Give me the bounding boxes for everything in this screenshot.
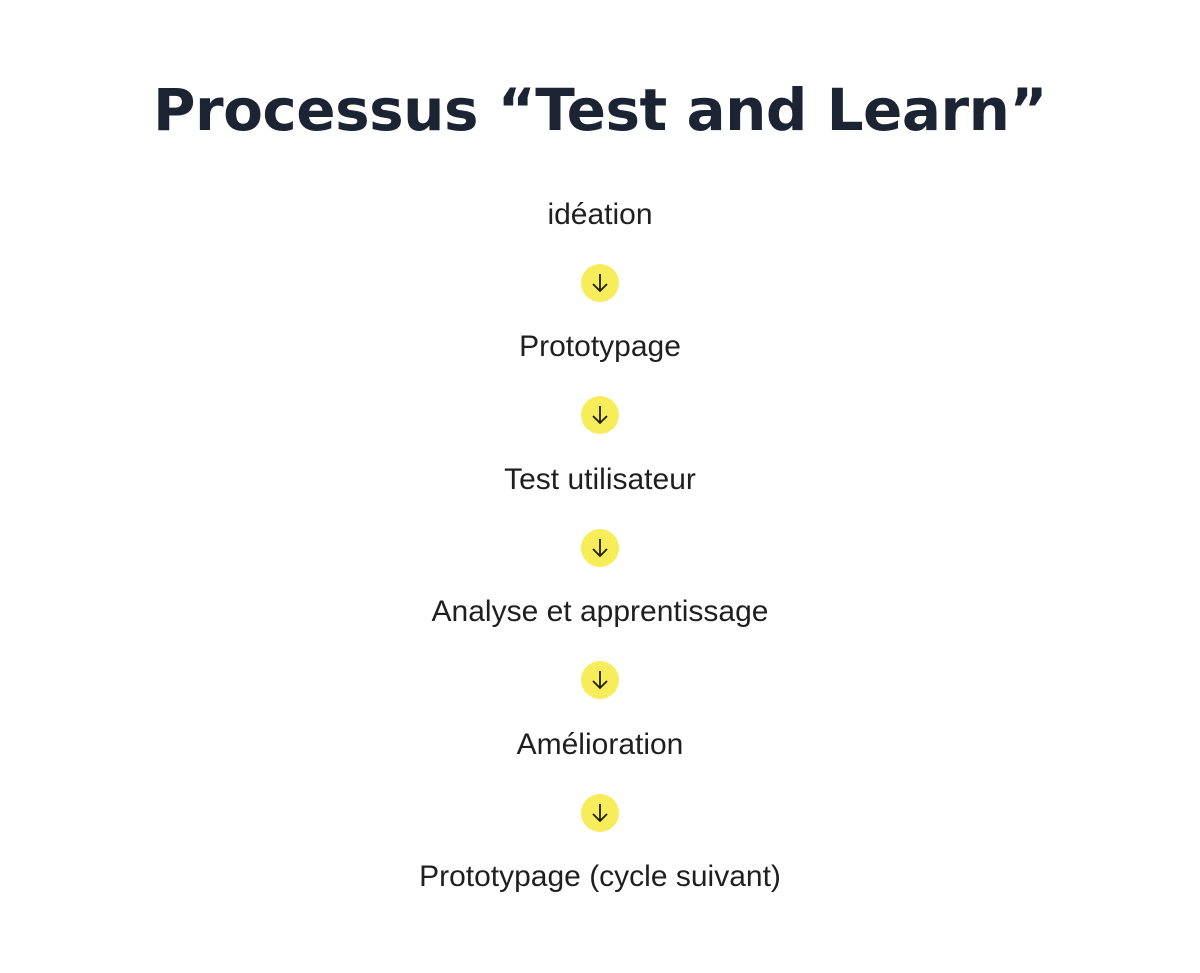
step-amelioration: Amélioration bbox=[516, 728, 684, 761]
page-title: Processus “Test and Learn” bbox=[152, 76, 1048, 144]
step-test-utilisateur: Test utilisateur bbox=[504, 463, 696, 496]
arrow-down-icon bbox=[581, 396, 619, 434]
step-ideation: idéation bbox=[547, 198, 653, 231]
step-prototypage: Prototypage bbox=[519, 330, 681, 363]
arrow-down-icon bbox=[581, 529, 619, 567]
arrow-down-icon bbox=[581, 794, 619, 832]
arrow-down-icon bbox=[581, 661, 619, 699]
step-analyse: Analyse et apprentissage bbox=[431, 595, 769, 628]
arrow-down-icon bbox=[581, 264, 619, 302]
step-prototypage-cycle-suivant: Prototypage (cycle suivant) bbox=[419, 860, 781, 893]
